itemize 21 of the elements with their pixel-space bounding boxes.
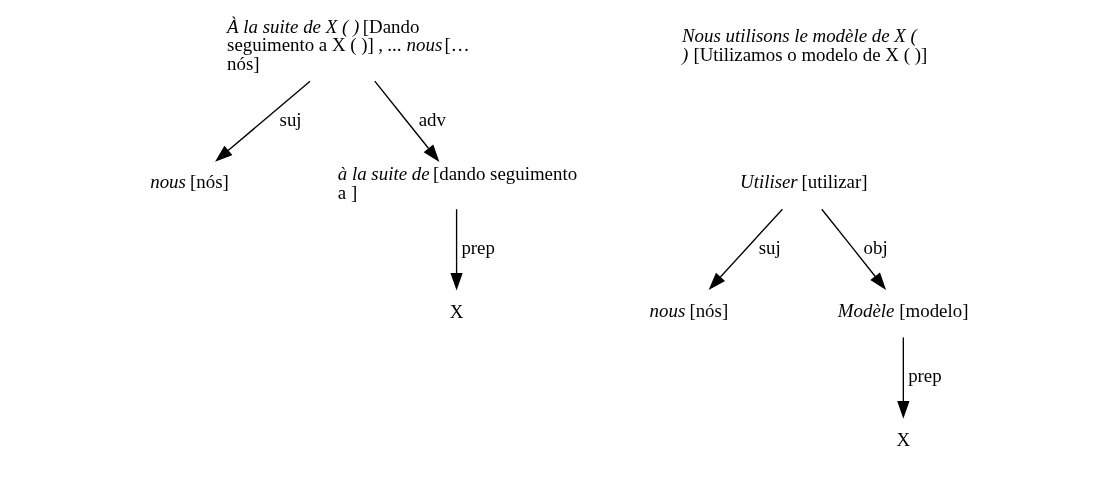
- edge-label: prep: [460, 236, 495, 258]
- arrow: [449, 208, 463, 291]
- arrow: [820, 208, 886, 290]
- edge-label: suj: [758, 236, 781, 258]
- node-text: À la suite de X ( ) [Dando seguimento a X ( )] , ... nous[… nós]: [226, 15, 470, 75]
- edge-label: obj: [863, 236, 888, 258]
- node-text: X: [896, 429, 910, 451]
- arrow: [214, 80, 311, 162]
- arrow: [896, 336, 909, 419]
- node-text: Utiliser [utilizar]: [739, 171, 867, 193]
- arrow: [708, 208, 783, 290]
- node-text: X: [449, 301, 463, 323]
- node-text: nous [nós]: [649, 299, 728, 321]
- node-text: nous [nós]: [149, 171, 229, 193]
- label: Nous utilisons le modèle de X ( ) [Utilizamos o modelo de X ( )]: [681, 25, 927, 65]
- node-text: Modèle [modelo]: [837, 299, 968, 321]
- edge-label: prep: [907, 365, 942, 387]
- edge-label: suj: [279, 108, 302, 130]
- arrow: [373, 80, 439, 162]
- edge-label: adv: [418, 108, 446, 130]
- node-text: à la suite de [dando seguimento a ]: [337, 162, 577, 203]
